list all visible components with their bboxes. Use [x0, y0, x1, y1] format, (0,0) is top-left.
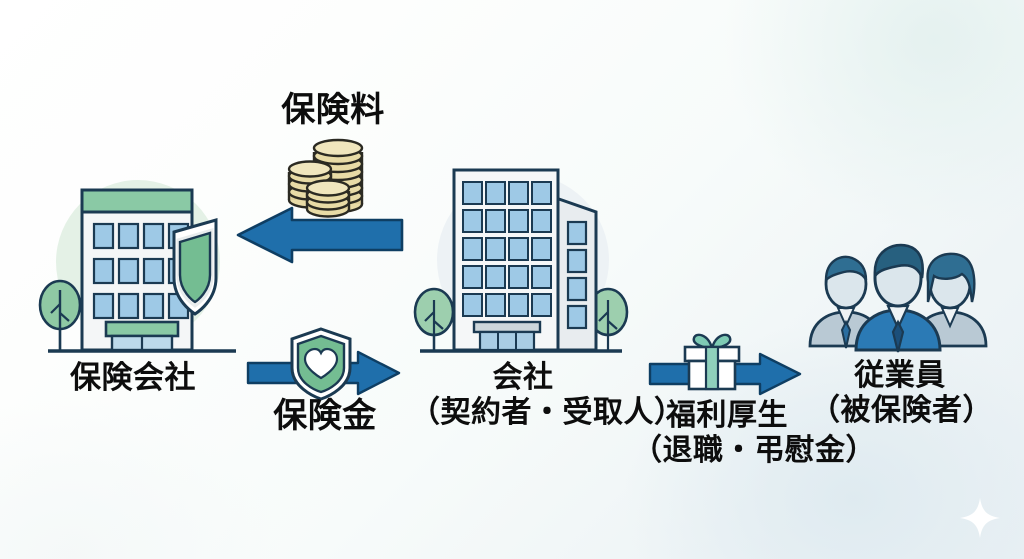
shield-icon — [172, 218, 218, 316]
arrow-left-icon — [236, 206, 404, 264]
tree-icon-left — [413, 287, 455, 350]
company-node[interactable] — [408, 160, 638, 360]
insurance-company-label: 保険会社 — [28, 360, 238, 397]
heart-shield-node — [288, 326, 354, 402]
insurance-company-label-line1: 保険会社 — [70, 360, 196, 395]
heart-shield-icon — [290, 327, 352, 401]
employees-label-line1: 従業員 — [854, 359, 946, 392]
employees-node[interactable] — [798, 222, 998, 353]
premium-label: 保険料 — [268, 90, 398, 130]
company-label: 会社 （契約者・受取人） — [410, 360, 685, 431]
company-building-icon — [413, 168, 629, 353]
welfare-benefit-label-line2: （退職・弔慰金） — [632, 434, 876, 468]
company-label-line2: （契約者・受取人） — [410, 396, 685, 430]
sparkle-decoration — [958, 496, 1002, 540]
company-label-line1: 会社 — [492, 361, 554, 394]
insurance-payout-label-line1: 保険金 — [273, 397, 377, 435]
insurance-company-building-icon — [38, 180, 236, 353]
insurance-payout-label: 保険金 — [258, 396, 392, 436]
insurance-company-node[interactable] — [30, 170, 260, 360]
coin-stacks-icon — [287, 138, 364, 218]
tree-icon — [38, 279, 82, 350]
gift-box-node — [678, 330, 746, 392]
employees-label: 従業員 （被保険者） — [810, 358, 993, 429]
sparkle-icon — [960, 498, 1000, 538]
employee-center — [854, 243, 942, 353]
welfare-benefit-label-line1: 福利厚生 — [666, 399, 788, 432]
employees-label-line2: （被保険者） — [810, 394, 993, 428]
coin-stacks-node — [286, 134, 384, 218]
employees-group-icon — [808, 243, 988, 353]
background-tint-bottom-left — [0, 399, 280, 559]
gift-box-icon — [683, 333, 741, 391]
premium-arrow — [234, 204, 406, 266]
premium-label-line1: 保険料 — [281, 91, 385, 129]
welfare-benefit-label: 福利厚生 （退職・弔慰金） — [632, 398, 876, 469]
background-tint-top-right — [724, 0, 1024, 230]
